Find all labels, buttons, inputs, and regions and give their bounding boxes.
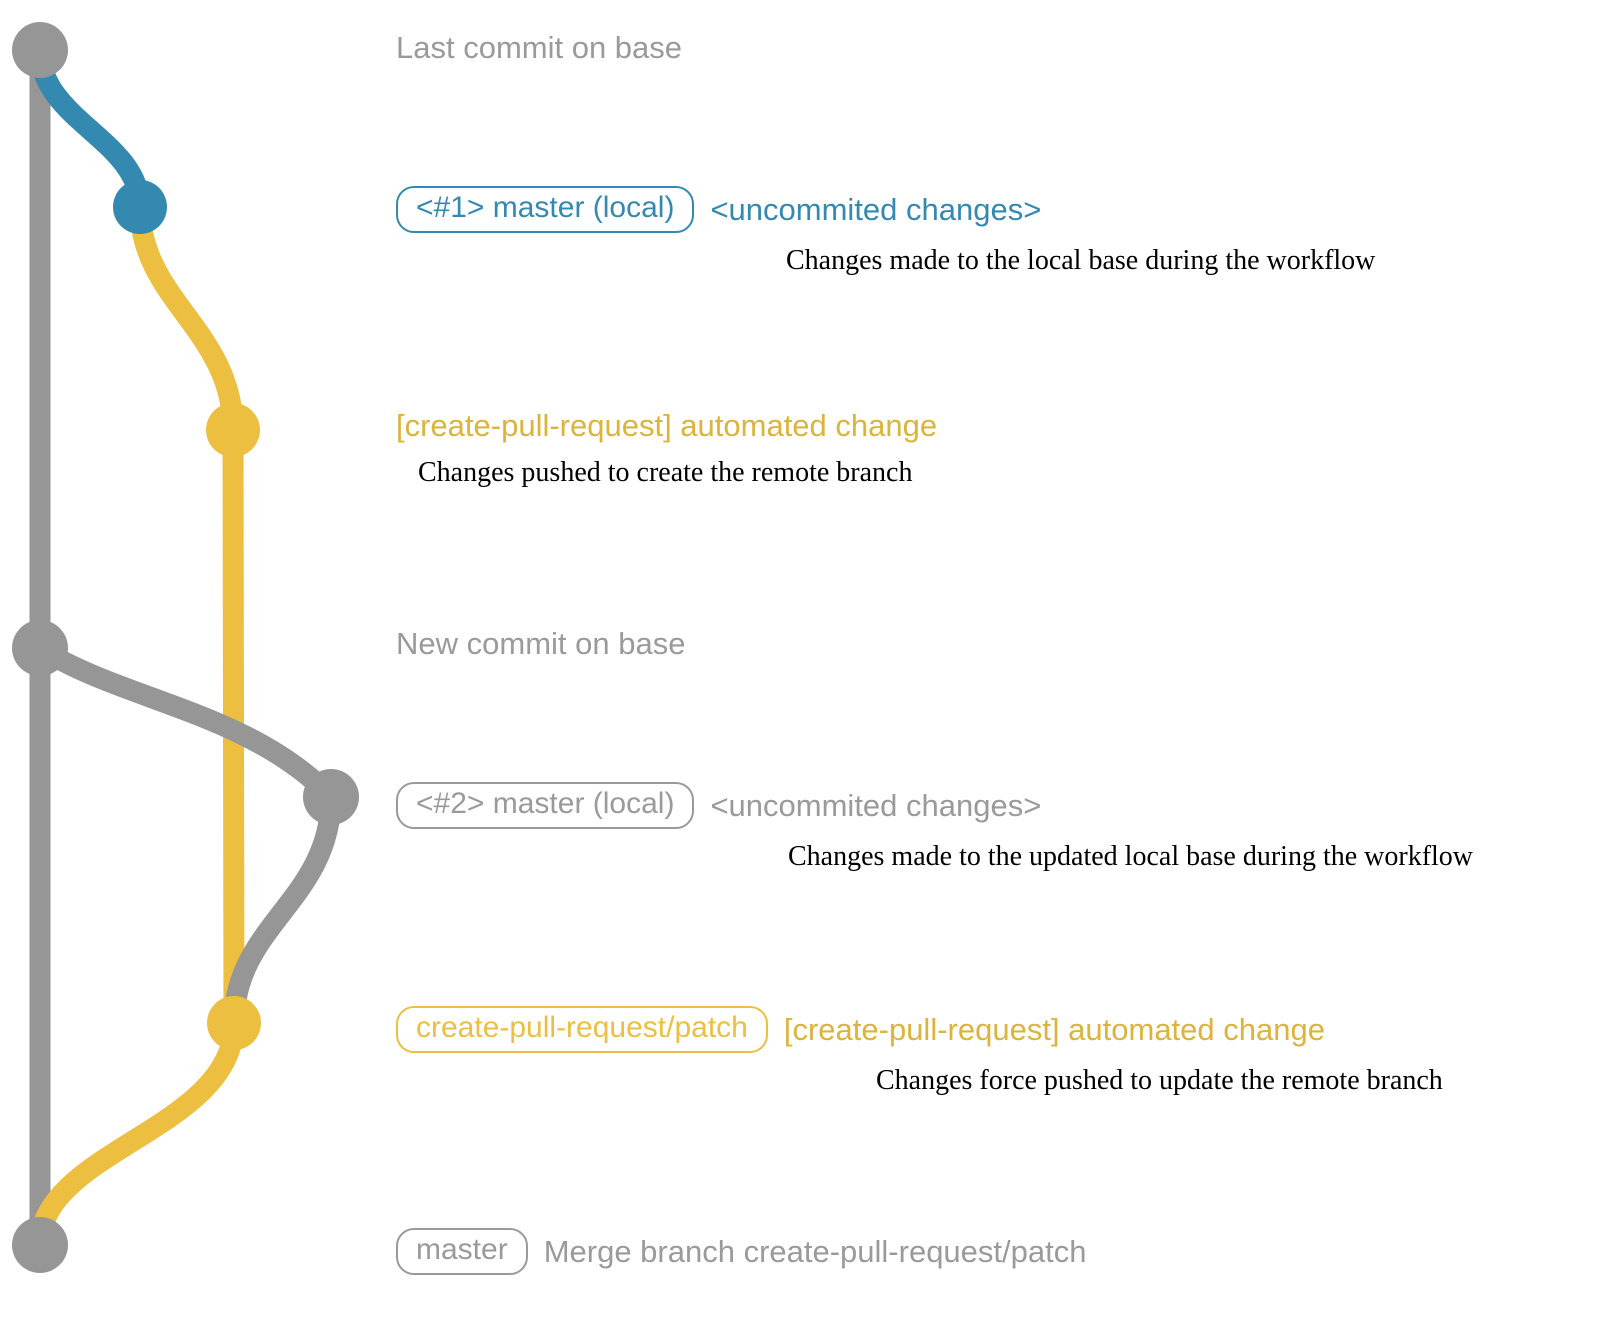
commit-message: [create-pull-request] automated change <box>783 1012 1325 1047</box>
commit-message: <uncommited changes> <box>710 788 1042 823</box>
commit-message: [create-pull-request] automated change <box>396 408 938 443</box>
commit-message: Last commit on base <box>396 30 683 65</box>
annotation-row-local-master-1: <#1> master (local) <uncommited changes>… <box>396 186 1375 277</box>
row-main: Last commit on base <box>396 32 682 63</box>
annotation-row-merge-commit: master Merge branch create-pull-request/… <box>396 1228 1086 1275</box>
commit-message: <uncommited changes> <box>710 192 1042 227</box>
commit-description: Changes made to the local base during th… <box>786 245 1376 276</box>
commit-message: Merge branch create-pull-request/patch <box>543 1234 1087 1269</box>
row-main: <#2> master (local) <uncommited changes> <box>396 782 1473 829</box>
annotation-row-last-commit-on-base: Last commit on base <box>396 32 682 63</box>
row-main: [create-pull-request] automated change <box>396 410 937 441</box>
row-main: create-pull-request/patch [create-pull-r… <box>396 1006 1443 1053</box>
branch-badge-local-master-2[interactable]: <#2> master (local) <box>396 782 695 829</box>
annotation-row-automated-change-1: [create-pull-request] automated change C… <box>396 410 937 489</box>
annotation-row-local-master-2: <#2> master (local) <uncommited changes>… <box>396 782 1473 873</box>
row-main: <#1> master (local) <uncommited changes> <box>396 186 1375 233</box>
branch-badge-local-master-1[interactable]: <#1> master (local) <box>396 186 695 233</box>
branch-badge-create-pull-request-patch[interactable]: create-pull-request/patch <box>396 1006 768 1053</box>
row-main: New commit on base <box>396 628 685 659</box>
annotation-row-automated-change-2: create-pull-request/patch [create-pull-r… <box>396 1006 1443 1097</box>
commit-description: Changes made to the updated local base d… <box>788 841 1474 872</box>
branch-badge-master[interactable]: master <box>396 1228 528 1275</box>
commit-description: Changes force pushed to update the remot… <box>876 1065 1443 1096</box>
commit-message: New commit on base <box>396 626 686 661</box>
commit-description: Changes pushed to create the remote bran… <box>418 457 913 488</box>
row-main: master Merge branch create-pull-request/… <box>396 1228 1086 1275</box>
annotation-row-new-commit-on-base: New commit on base <box>396 628 685 659</box>
